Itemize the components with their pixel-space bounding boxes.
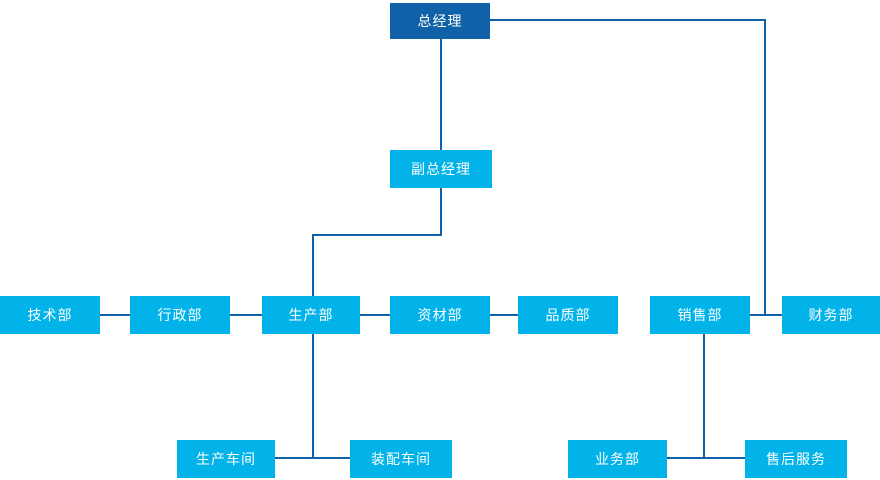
- connector-line-sales-finance: [750, 314, 782, 316]
- org-node-deputy-general-manager: 副总经理: [390, 150, 492, 188]
- org-node-admin-dept: 行政部: [130, 296, 230, 334]
- connector-line-tech-admin: [100, 314, 130, 316]
- org-node-sales-dept: 销售部: [650, 296, 750, 334]
- connector-line-sales-subunits-tee: [667, 457, 745, 459]
- connector-line-production-materials: [360, 314, 390, 316]
- connector-line-deputy-down: [440, 188, 442, 236]
- connector-line-admin-production: [230, 314, 262, 316]
- connector-line-sales-down: [703, 334, 705, 459]
- org-node-materials-dept: 资材部: [390, 296, 490, 334]
- org-node-technology-dept: 技术部: [0, 296, 100, 334]
- org-node-assembly-workshop: 装配车间: [350, 440, 452, 478]
- connector-line-root-drop: [764, 19, 766, 316]
- org-node-production-workshop: 生产车间: [177, 440, 275, 478]
- connector-line-production-down: [312, 334, 314, 459]
- org-node-general-manager: 总经理: [390, 3, 490, 39]
- connector-line-materials-quality: [490, 314, 518, 316]
- org-node-after-sales-service: 售后服务: [745, 440, 847, 478]
- org-node-production-dept: 生产部: [262, 296, 360, 334]
- connector-line-root-to-deputy: [440, 39, 442, 150]
- connector-line-workshops-tee: [275, 457, 350, 459]
- connector-line-root-right: [490, 19, 766, 21]
- connector-line-elbow-to-production: [312, 234, 314, 296]
- connector-line-deputy-elbow: [312, 234, 442, 236]
- org-node-quality-dept: 品质部: [518, 296, 618, 334]
- org-node-business-dept: 业务部: [568, 440, 667, 478]
- org-node-finance-dept: 财务部: [782, 296, 880, 334]
